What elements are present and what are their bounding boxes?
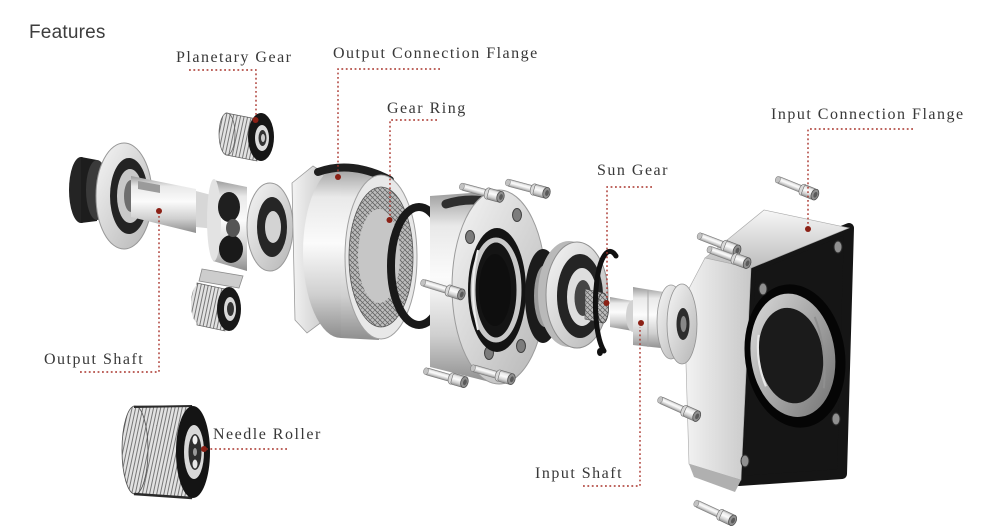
- leader-lines: [80, 68, 913, 487]
- part-label-planetary-gear: Planetary Gear: [176, 49, 293, 66]
- planet-carrier-part: [207, 179, 294, 272]
- part-label-output-shaft: Output Shaft: [44, 351, 145, 368]
- planetary-gear-part: [218, 112, 274, 162]
- input-connection-flange-part: [683, 209, 854, 492]
- part-label-input-shaft: Input Shaft: [535, 465, 624, 482]
- part-label-needle-roller: Needle Roller: [213, 426, 322, 443]
- input-shaft-part: [610, 283, 698, 365]
- page-title: Features: [29, 22, 106, 43]
- output-shaft-part: [69, 142, 220, 250]
- leader-dots: [156, 117, 811, 452]
- part-label-input-connection-flange: Input Connection Flange: [771, 106, 965, 123]
- housing-flange-part: [430, 189, 547, 385]
- part-label-output-connection-flange: Output Connection Flange: [333, 45, 539, 62]
- planetary-gear-lower-part: [191, 268, 244, 332]
- part-label-gear-ring: Gear Ring: [387, 100, 467, 117]
- circlip-part: [592, 248, 619, 356]
- gear-ring-part: [348, 186, 451, 329]
- part-label-sun-gear: Sun Gear: [597, 162, 669, 179]
- needle-roller-part: [121, 405, 210, 500]
